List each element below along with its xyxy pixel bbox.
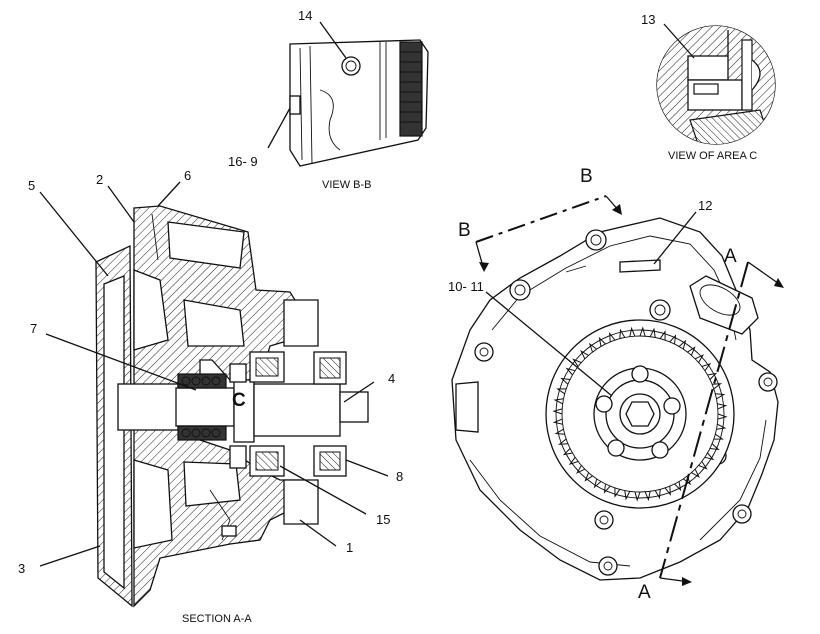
gear-tooth <box>565 367 576 376</box>
gear-tooth <box>575 465 586 474</box>
caption-view-area-c: VIEW OF AREA C <box>668 150 757 162</box>
callout-5: 5 <box>28 178 35 193</box>
gear-tooth <box>664 486 671 497</box>
gear-tooth <box>654 489 661 500</box>
gear-tooth <box>554 428 565 435</box>
gear-tooth <box>634 491 641 502</box>
gear-tooth <box>553 398 564 405</box>
section-b-left-label: B <box>458 220 471 241</box>
gear-tooth <box>598 336 606 347</box>
callout-labels: 14 16- 9 13 2 6 5 7 4 8 15 1 3 10- 11 12 <box>18 8 712 576</box>
gear-tooth <box>659 330 666 341</box>
section-b-top-label: B <box>580 166 593 187</box>
gear-tooth <box>639 326 646 337</box>
section-line-b: B B <box>458 166 622 272</box>
gear-tooth <box>560 377 571 385</box>
gear-hub <box>593 365 687 461</box>
gear-tooth <box>552 408 563 415</box>
seal-spring <box>177 373 227 441</box>
gear-tooth <box>580 349 589 360</box>
gear-tooth <box>649 327 656 338</box>
callout-8: 8 <box>396 469 403 484</box>
gear-tooth <box>588 342 597 353</box>
gear-tooth <box>713 433 724 440</box>
gear-tooth <box>678 339 687 350</box>
gear-tooth <box>552 418 563 425</box>
callout-14: 14 <box>298 8 312 23</box>
callout-1: 1 <box>346 540 353 555</box>
gear-tooth <box>716 423 727 430</box>
callout-4: 4 <box>388 371 395 386</box>
gear-tooth <box>572 358 582 367</box>
callout-16-9: 16- 9 <box>228 154 258 169</box>
callout-7: 7 <box>30 321 37 336</box>
gear-tooth <box>712 383 723 390</box>
pump-front-view <box>451 217 779 581</box>
view-bb-detail <box>289 39 429 167</box>
gear-tooth <box>698 461 708 470</box>
section-aa-drawing: C <box>95 205 369 608</box>
gear-tooth <box>674 481 682 492</box>
callout-12: 12 <box>698 198 712 213</box>
callout-15: 15 <box>376 512 390 527</box>
caption-view-bb: VIEW B-B <box>322 179 372 191</box>
gear-tooth <box>717 403 728 410</box>
section-a-top-label: A <box>724 246 737 267</box>
gear-tooth <box>704 452 715 461</box>
gear-tooth <box>715 393 726 400</box>
gear-tooth <box>644 491 651 502</box>
gear-tooth <box>629 326 636 337</box>
view-captions: VIEW B-B VIEW OF AREA C SECTION A-A <box>182 150 757 625</box>
gear-tooth <box>614 487 621 498</box>
gear-tooth <box>701 362 712 371</box>
callout-2: 2 <box>96 172 103 187</box>
gear-tooth <box>584 472 593 482</box>
gear-tooth <box>603 483 611 494</box>
callout-13: 13 <box>641 12 655 27</box>
callout-10-11: 10- 11 <box>448 279 484 294</box>
callout-3: 3 <box>18 561 25 576</box>
gear-tooth <box>557 438 568 445</box>
section-a-bottom-label: A <box>638 582 651 603</box>
leader-lines <box>39 21 697 567</box>
bearings <box>229 351 347 477</box>
gear-tooth <box>687 346 696 356</box>
gear-tooth <box>568 457 579 466</box>
gear-tooth <box>556 388 567 395</box>
gear-tooth <box>709 443 720 451</box>
gear-tooth <box>669 334 677 345</box>
gear-tooth <box>593 478 602 489</box>
gear-tooth <box>717 413 728 420</box>
area-c-marker: C <box>232 390 246 411</box>
gear-tooth <box>707 372 718 380</box>
gear-tooth <box>562 448 573 456</box>
callout-6: 6 <box>184 168 191 183</box>
gear-tooth <box>609 331 616 342</box>
gear-tooth <box>619 328 626 339</box>
gear-tooth <box>624 490 631 501</box>
section-line-a: A A <box>638 246 784 603</box>
gear-tooth <box>691 468 700 479</box>
caption-section-aa: SECTION A-A <box>182 613 252 625</box>
gear-tooth <box>694 354 705 363</box>
view-area-c-detail <box>656 25 776 145</box>
